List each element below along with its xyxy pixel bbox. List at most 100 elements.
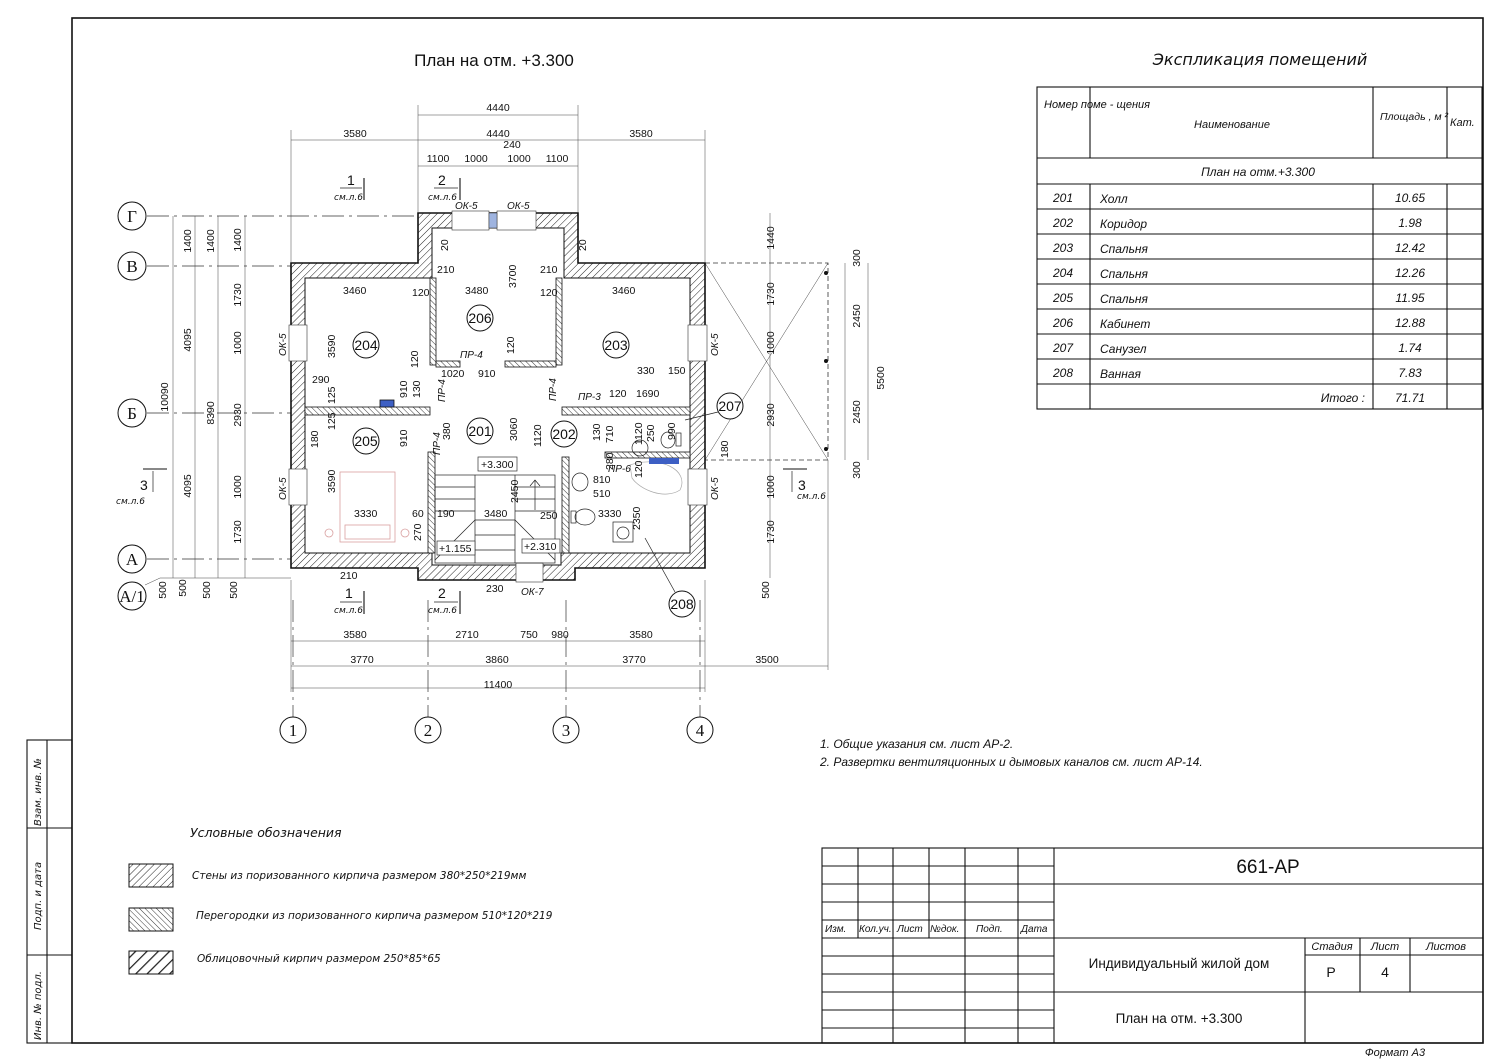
section-1-top: 1см.л.6 xyxy=(334,172,365,203)
room-208: 208 xyxy=(644,537,696,618)
drawing-label: 250 xyxy=(540,510,558,522)
table-total-row: Итого :71.71 xyxy=(1321,391,1425,405)
sheet-frame xyxy=(71,17,1484,1044)
drawing-label: 60 xyxy=(412,508,424,520)
drawing-label: 1120 xyxy=(633,422,645,445)
drawing-label: 1000 xyxy=(464,153,488,165)
drawing-label: ОК-5 xyxy=(278,477,289,500)
title-block: Изм. Кол.уч. Лист №док. Подп. Дата Стади… xyxy=(821,847,1484,1059)
drawing-label: ОК-5 xyxy=(507,201,530,212)
legend-label: Стены из поризованного кирпича размером … xyxy=(192,870,526,882)
drawing-label: 20 xyxy=(439,239,451,251)
legend-label: Облицовочный кирпич размером 250*85*65 xyxy=(197,953,441,965)
drawing-label: 3770 xyxy=(622,654,646,666)
drawing-label: 12.26 xyxy=(1395,266,1425,280)
plan-title: План на отм. +3.300 xyxy=(414,51,574,70)
drawing-label: 3700 xyxy=(507,264,519,288)
side-strip-label: Взам. инв. № xyxy=(33,758,44,826)
drawing-label: 12.88 xyxy=(1395,316,1425,330)
tb-sheets-label: Листов xyxy=(1425,941,1466,953)
drawing-label: +3.300 xyxy=(481,459,514,471)
tb-col-label: №док. xyxy=(930,924,959,935)
drawing-label: 4095 xyxy=(182,328,194,352)
window xyxy=(496,210,537,231)
window xyxy=(687,468,708,506)
stage-value: Р xyxy=(1326,964,1335,980)
drawing-label: 1120 xyxy=(532,424,544,447)
drawing-label: 210 xyxy=(540,264,558,276)
drawing-label: 11.95 xyxy=(1395,291,1424,305)
drawing-label: 1 xyxy=(289,721,298,740)
drawing-label: 1.98 xyxy=(1398,216,1422,230)
drawing-label: 3580 xyxy=(343,629,367,641)
drawing-label: 10.65 xyxy=(1395,191,1425,205)
drawing-label: Холл xyxy=(1099,192,1128,206)
drawing-label: 230 xyxy=(486,583,504,595)
drawing-label: 125 xyxy=(326,412,338,430)
tb-sheet-label: Лист xyxy=(1370,941,1399,953)
drawing-label: 71.71 xyxy=(1395,391,1425,405)
window xyxy=(451,210,490,231)
drawing-label: 290 xyxy=(312,374,330,386)
drawing-label: 910 xyxy=(398,429,410,447)
header-cat: Кат. xyxy=(1450,117,1475,129)
drawing-label: 910 xyxy=(398,380,410,398)
explication-table: Номер поме - щения Наименование Площадь … xyxy=(1036,86,1483,410)
axis-bubble-V: В xyxy=(117,251,147,281)
drawing-label: 500 xyxy=(760,581,772,599)
drawing-label: 1100 xyxy=(546,153,569,165)
drawing-label: 240 xyxy=(503,139,521,151)
drawing-label: ОК-5 xyxy=(710,477,721,500)
drawing-label: 1000 xyxy=(232,475,244,499)
drawing-label: В xyxy=(126,257,137,276)
drawing-label: 3480 xyxy=(484,508,508,520)
drawing-label: 205 xyxy=(1052,291,1073,305)
general-notes: 1. Общие указания см. лист АР-2. 2. Разв… xyxy=(819,737,1203,769)
drawing-label: 510 xyxy=(593,488,611,500)
drawing-label: 3460 xyxy=(612,285,636,297)
window xyxy=(515,562,544,583)
drawing-label: 1000 xyxy=(507,153,531,165)
drawing-label: см.л.6 xyxy=(116,497,145,507)
drawing-label: 207 xyxy=(1052,341,1074,355)
legend-label: Перегородки из поризованного кирпича раз… xyxy=(196,910,553,922)
drawing-label: 1440 xyxy=(765,226,777,250)
drawing-label: 300 xyxy=(851,249,863,267)
dims-bottom: 3580 2710 750 980 3580 3770 3860 3770 35… xyxy=(343,629,779,691)
drawing-label: +2.310 xyxy=(524,541,557,553)
drawing-label: 2710 xyxy=(455,629,479,641)
drawing-label: 130 xyxy=(411,380,423,398)
drawing-label: 270 xyxy=(412,523,424,541)
drawing-label: 180 xyxy=(309,430,321,448)
drawing-label: 500 xyxy=(177,579,189,597)
drawing-label: 120 xyxy=(505,336,517,354)
drawing-label: 3 xyxy=(562,721,571,740)
drawing-label: 3860 xyxy=(485,654,509,666)
drawing-label: 202 xyxy=(552,426,576,442)
drawing-label: ПР-4 xyxy=(432,432,443,455)
drawing-label: Спальня xyxy=(1100,267,1148,281)
drawing-label: ОК-7 xyxy=(521,587,544,598)
legend-title: Условные обозначения xyxy=(190,825,342,840)
drawing-label: 1400 xyxy=(205,229,217,253)
drawing-label: 203 xyxy=(604,337,628,353)
window xyxy=(288,324,308,362)
drawing-label: 1.74 xyxy=(1398,341,1422,355)
header-name: Наименование xyxy=(1194,119,1270,131)
drawing-label: ОК-5 xyxy=(455,201,478,212)
drawing-label: 910 xyxy=(478,368,496,380)
drawing-label: ПР-4 xyxy=(437,379,448,402)
drawing-label: 208 xyxy=(670,596,694,612)
room-203: 203 xyxy=(602,331,630,359)
drawing-label: 2450 xyxy=(509,479,521,503)
header-num: Номер поме - щения xyxy=(1044,99,1150,111)
dims-top: 4440 3580 4440 3580 1100 1000 240 1000 1… xyxy=(343,102,653,165)
drawing-label: 2 xyxy=(438,585,446,601)
drawing-label: 1400 xyxy=(182,229,194,253)
drawing-label: 1730 xyxy=(232,520,244,544)
drawing-label: 4095 xyxy=(182,474,194,498)
drawing-label: +1.155 xyxy=(439,543,472,555)
